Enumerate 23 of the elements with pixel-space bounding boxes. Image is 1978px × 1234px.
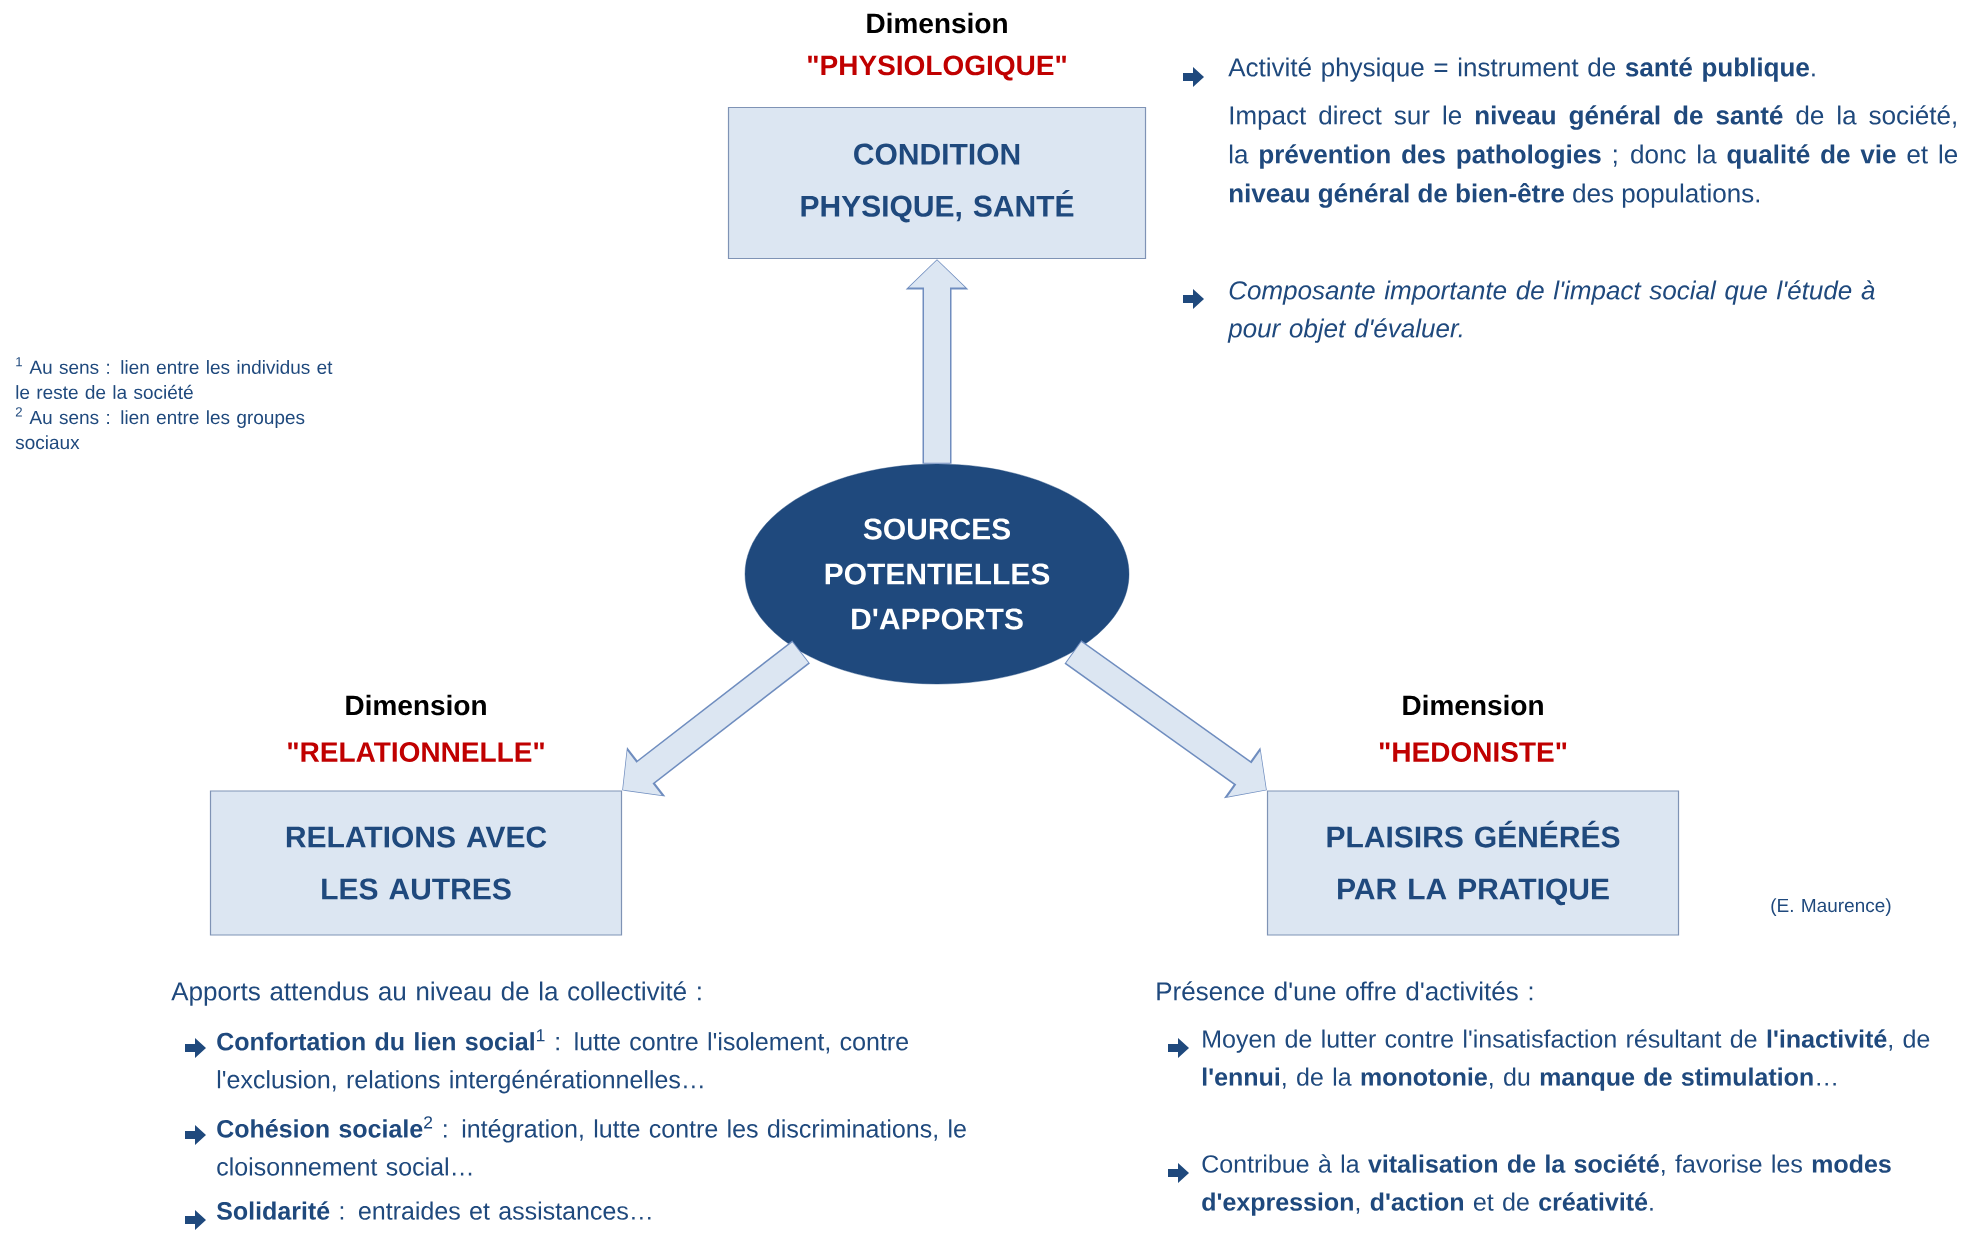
dimension-name: "PHYSIOLOGIQUE" <box>808 55 1066 81</box>
bullet-text: Contribue à la vitalisation de la société, favorise les modes d'expression, d'action et de créativité. <box>1202 1154 1891 1216</box>
note-text: (E. Maurence) <box>1771 898 1891 916</box>
block-arrow <box>622 640 810 797</box>
dimension-name: "HEDONISTE" <box>1379 742 1567 762</box>
bullet-text: Composante importante de l'impact social que l'étude à pour objet d'évaluer. <box>1227 280 1875 343</box>
dimension-heading: Dimension <box>1403 694 1543 716</box>
note-text: Présence d'une offre d'activités : <box>1157 981 1533 1001</box>
dimension-heading: Dimension <box>346 694 486 716</box>
paragraph-text: Impact direct sur le niveau général de santé de la société, la prévention des pathologies ; donc la qualité de vie et le niveau général de bien-être des populations. <box>1229 105 1958 208</box>
category-box: RELATIONS AVEC LES AUTRES <box>209 790 623 936</box>
bullet-text: Confortation du lien social$^{1}$ : lutte contre l'isolement, contre l'exclusion, relations intergénérationnelles… <box>217 1029 908 1094</box>
note-text: Apports attendus au niveau de la collectivité : <box>171 981 701 1006</box>
category-box: PLAISIRS GÉNÉRÉS PAR LA PRATIQUE <box>1266 790 1680 936</box>
bullet-text: Activité physique = instrument de santé publique. <box>1228 57 1815 82</box>
category-box: CONDITION PHYSIQUE, SANTÉ <box>727 106 1147 260</box>
footnote: $^{1}$ Au sens : lien entre les individus et le reste de la société <box>16 357 333 400</box>
bullet-text: Cohésion sociale$^{2}$ : intégration, lutte contre les discriminations, le cloisonnement social… <box>217 1116 966 1176</box>
dimension-name: "RELATIONNELLE" <box>288 742 544 762</box>
bullet-text: Solidarité : entraides et assistances… <box>216 1201 651 1220</box>
footnote: $^{2}$ Au sens : lien entre les groupes sociaux <box>15 407 305 450</box>
bullet-text: Moyen de lutter contre l'insatisfaction résultant de l'inactivité, de l'ennui, de la monotonie, du manque de stimulation… <box>1202 1029 1930 1091</box>
dimension-heading: Dimension <box>867 12 1007 34</box>
